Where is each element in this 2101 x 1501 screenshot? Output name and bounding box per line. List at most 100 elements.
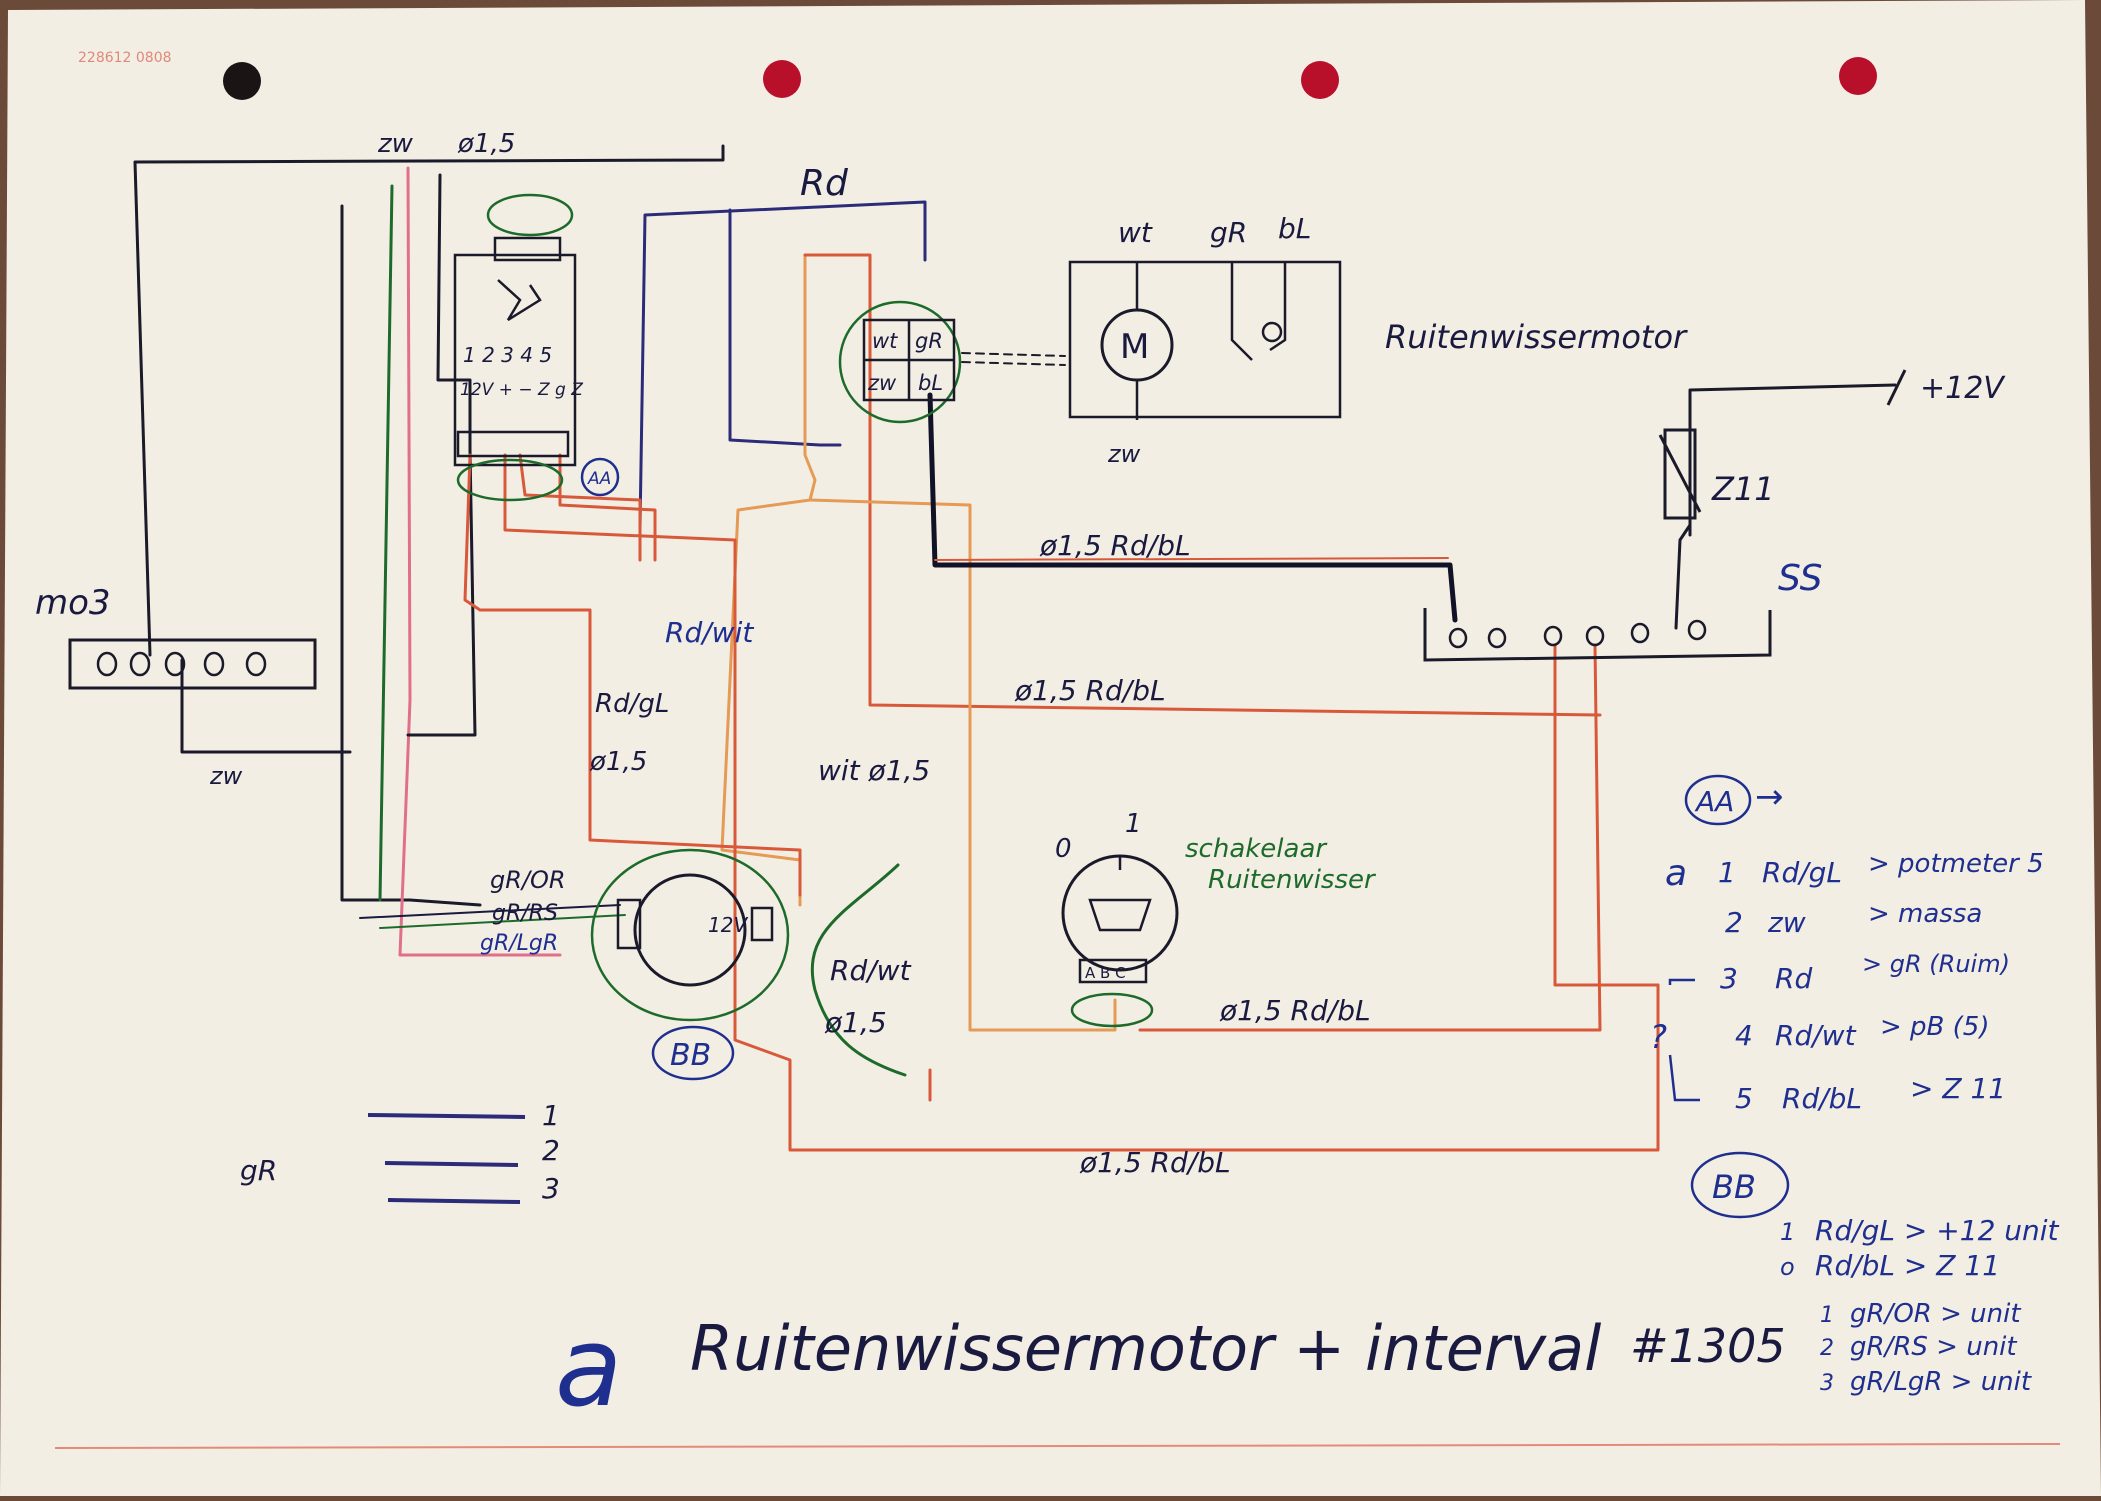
sheet-title-block: a Ruitenwissermotor + interval #1305 — [555, 1303, 1786, 1431]
wire-relay-ground — [406, 173, 477, 737]
interval-wire-gr-rs: gR/RS — [492, 901, 558, 926]
aa-row-4-num: 4 — [1735, 1019, 1753, 1052]
notes-aa: AA → a ? 1 Rd/gL > potmeter 5 2 zw > mas… — [1650, 774, 2044, 1115]
plug-pin-gr: gR — [915, 329, 943, 353]
switch-dial — [1088, 898, 1152, 932]
interval-switch-tag-circle — [651, 1025, 735, 1081]
switch-pos-off: 0 — [1055, 834, 1072, 864]
bb-row-1-text: Rd/gL > +12 unit — [1815, 1214, 2060, 1247]
punch-hole — [763, 60, 801, 98]
notes-aa-tag-circle — [1684, 774, 1752, 826]
switch-terminals: A B C — [1085, 964, 1126, 982]
interval-switch-ring — [590, 848, 790, 1022]
relay-connector-tag-circle — [580, 457, 620, 497]
top-wire-section: ø1,5 — [457, 129, 515, 159]
aa-row-1-num: 1 — [1718, 856, 1736, 889]
notes-bb-tag-circle — [1690, 1151, 1790, 1219]
wire-label-rd-wit: Rd/wit — [665, 616, 754, 649]
aa-row-2-wire: zw — [1767, 906, 1806, 939]
relay-bottom-connector-ring — [456, 458, 564, 502]
legend-symbol: gR — [240, 1154, 277, 1187]
wire-rd-relay — [558, 453, 657, 562]
relay-terminal-signs: 12V + − Z g Z — [460, 380, 583, 400]
aa-row-1-dest: > potmeter 5 — [1868, 849, 2044, 879]
punch-hole — [1301, 61, 1339, 99]
wire-rd-purple — [638, 200, 927, 530]
aa-row-4-dest: > pB (5) — [1880, 1012, 1989, 1042]
aa-row-4-wire: Rd/wt — [1775, 1019, 1857, 1052]
legend-line-3 — [387, 1198, 521, 1204]
aa-row-3-wire: Rd — [1775, 962, 1812, 995]
wire-rd-bl-top-dark — [927, 392, 1458, 623]
wire-rd-wt-green — [810, 863, 907, 1077]
switch-title-line1: schakelaar — [1185, 834, 1328, 864]
bb-row-4-num: 2 — [1820, 1336, 1834, 1361]
wire-gr-or — [359, 904, 621, 919]
wire-label-rd-wt-section: ø1,5 — [824, 1006, 887, 1039]
wire-rd-gl — [463, 453, 802, 897]
aa-row-5-wire: Rd/bL — [1782, 1082, 1862, 1115]
wire-label-rd-bl-middle: ø1,5 Rd/bL — [1014, 674, 1166, 707]
fuse-label: Z11 — [1711, 470, 1775, 508]
aa-row-1-wire: Rd/gL — [1762, 856, 1842, 889]
motor-title: Ruitenwissermotor — [1385, 318, 1688, 356]
wire-rd-relay-2 — [518, 453, 642, 562]
plug-pin-bl: bL — [918, 371, 943, 395]
bb-row-5-num: 3 — [1820, 1371, 1834, 1396]
wire-harness-pink — [398, 166, 562, 957]
sheet-stamp: 228612 0808 — [78, 50, 172, 66]
wire-label-rd-bl-bottom: ø1,5 Rd/bL — [1079, 1146, 1231, 1179]
interval-wire-gr-lgr: gR/LgR — [480, 931, 558, 956]
notes-aa-arrow: → — [1755, 777, 1784, 817]
interval-switch-terminals-left — [616, 898, 642, 950]
motor-terminal-bl: bL — [1278, 212, 1311, 245]
legend-number-1: 1 — [542, 1099, 560, 1132]
relay-bottom-terminals — [456, 430, 570, 458]
plug-ring — [838, 300, 962, 424]
motor-terminal-gr: gR — [1210, 216, 1247, 249]
motor-internal-wiring — [1135, 262, 1287, 420]
motor-park-contact — [1261, 321, 1283, 343]
punch-hole — [223, 62, 261, 100]
bb-row-2-num: o — [1780, 1253, 1795, 1281]
wire-wit — [720, 253, 817, 907]
notes-aa-prefix: a — [1665, 853, 1687, 894]
legend-number-2: 2 — [542, 1134, 560, 1167]
switch-pos-on: 1 — [1125, 809, 1142, 839]
wire-label-rd-bl-top: ø1,5 Rd/bL — [1039, 529, 1191, 562]
bb-row-3-num: 1 — [1820, 1303, 1834, 1328]
relay-coil-symbol — [497, 279, 542, 322]
aa-row-5-num: 5 — [1735, 1082, 1753, 1115]
bb-row-2-text: Rd/bL > Z 11 — [1815, 1249, 2000, 1282]
relay-terminal-numbers: 1 2 3 4 5 — [463, 343, 552, 367]
wire-label-rd-gl-section: ø1,5 — [589, 747, 647, 777]
motor-housing — [1068, 260, 1342, 419]
aa-row-2-dest: > massa — [1868, 899, 1982, 929]
bb-row-1-num: 1 — [1780, 1218, 1795, 1246]
fuse-supply-label: +12V — [1920, 371, 2006, 406]
motor-terminal-wt: wt — [1118, 216, 1153, 249]
wire-label-rd-bl-switch: ø1,5 Rd/bL — [1219, 994, 1371, 1027]
wire-label-wit: wit ø1,5 — [818, 754, 930, 787]
doc-number: #1305 — [1630, 1319, 1786, 1373]
mo3-ground-label: zw — [209, 762, 243, 790]
interval-relay: 1 2 3 4 5 12V + − Z g Z AA — [453, 193, 620, 502]
wire-label-rd-wt: Rd/wt — [830, 954, 912, 987]
wiper-switch: A B C 0 1 schakelaar Ruitenwisser — [1055, 809, 1377, 1028]
notes-aa-bracket — [1668, 978, 1700, 1102]
relay-body — [453, 253, 577, 467]
wire-gr-rs — [379, 914, 626, 929]
fuse-box-outline — [1423, 608, 1772, 662]
wires — [133, 144, 1897, 1152]
fuse-body — [1663, 428, 1697, 520]
interval-switch-terminals-right — [750, 906, 774, 942]
legend-line-2 — [384, 1161, 519, 1167]
wire-rd-bl-fusebox — [1553, 643, 1660, 987]
notes-aa-question: ? — [1650, 1018, 1667, 1056]
interval-switch: 12V gR/OR gR/RS gR/LgR BB — [480, 848, 790, 1081]
legend-lines: gR 1 2 3 — [240, 1099, 560, 1205]
punch-hole — [1839, 57, 1877, 95]
interval-wire-gr-or: gR/OR — [490, 866, 566, 894]
motor-symbol-m: M — [1120, 327, 1149, 367]
